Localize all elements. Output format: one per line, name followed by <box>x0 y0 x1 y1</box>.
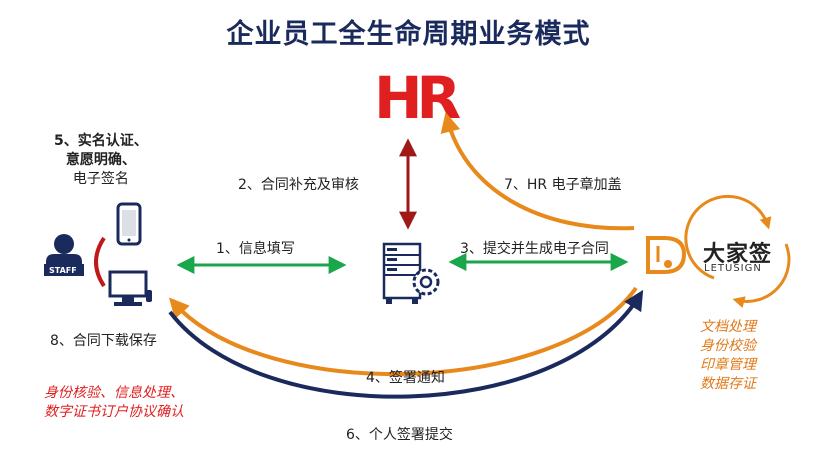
desktop-computer-icon <box>108 270 152 306</box>
arrow-sign-notice <box>168 286 638 376</box>
staff-services-line2: 数字证书订户协议确认 <box>44 404 184 420</box>
letusign-logo-icon <box>646 236 687 274</box>
step-1-label: 1、信息填写 <box>216 241 295 257</box>
mobile-phone-icon <box>116 202 142 246</box>
staff-person-icon <box>44 234 84 276</box>
platform-services-line1: 文档处理 <box>700 319 756 335</box>
brand-name-en: LETUSIGN <box>704 263 762 274</box>
cycle-arrow-icon-tail <box>732 243 791 308</box>
server-gear-icon <box>382 242 440 304</box>
bracket <box>94 236 106 288</box>
platform-services-line4: 数据存证 <box>700 376 756 392</box>
step-4-label: 4、签署通知 <box>366 370 445 386</box>
step-5-line2: 意愿明确、 <box>65 152 136 168</box>
platform-services-note: 文档处理 身份校验 印章管理 数据存证 <box>700 318 756 394</box>
page-title: 企业员工全生命周期业务模式 <box>226 19 591 50</box>
staff-services-line1: 身份核验、信息处理、 <box>44 385 184 401</box>
step-5-line1: 5、实名认证、 <box>54 133 148 149</box>
step-8-label: 8、合同下载保存 <box>50 333 157 349</box>
staff-services-note: 身份核验、信息处理、 数字证书订户协议确认 <box>44 384 184 422</box>
cycle-arrow-icon <box>684 194 772 280</box>
staff-badge: STAFF <box>49 266 77 275</box>
step-5-label: 5、实名认证、 意愿明确、 电子签名 <box>54 132 148 189</box>
step-7-label: 7、HR 电子章加盖 <box>504 177 622 193</box>
platform-services-line3: 印章管理 <box>700 357 756 373</box>
step-3-label: 3、提交并生成电子合同 <box>460 241 609 257</box>
arrow-personal-submit <box>168 289 644 399</box>
arrow-hr-seal <box>440 112 635 231</box>
brand-name: 大家签 <box>703 242 773 267</box>
platform-services-line2: 身份校验 <box>700 338 756 354</box>
step-6-label: 6、个人签署提交 <box>346 427 453 443</box>
step-2-label: 2、合同补充及审核 <box>238 177 359 193</box>
step-5-line3: 电子签名 <box>72 171 129 187</box>
